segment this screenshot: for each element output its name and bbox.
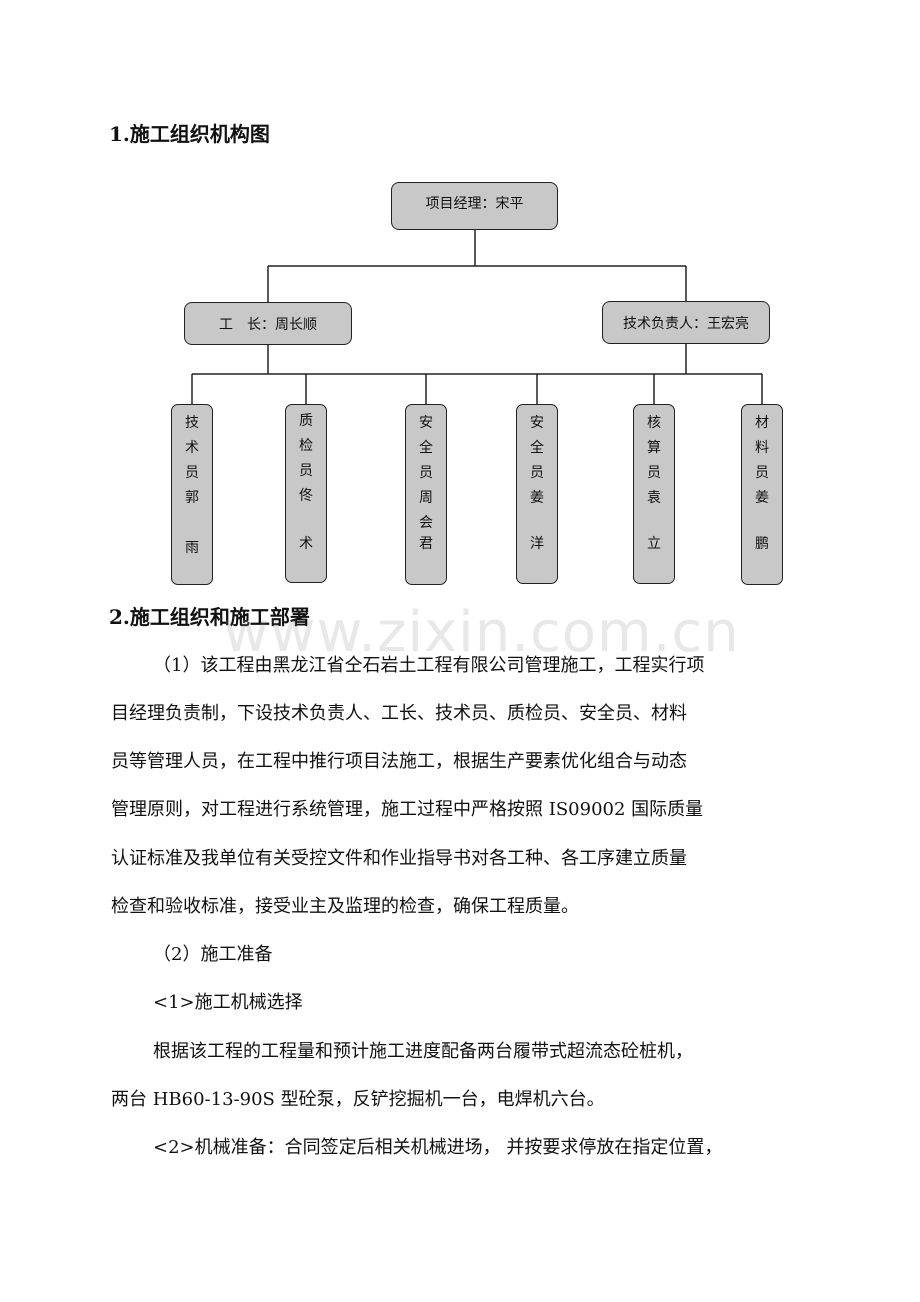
org-box-label: 核 算 员 袁	[647, 415, 661, 506]
org-box-label: 立	[647, 536, 661, 552]
paragraph-line: 管理原则，对工程进行系统管理，施工过程中严格按照 IS09002 国际质量	[111, 799, 704, 820]
org-box-project-manager: 项目经理：宋平	[391, 182, 558, 230]
org-box-technician: 技 术 员 郭 雨	[171, 404, 213, 585]
org-box-quality-inspector: 质 检 员 佟 术	[285, 404, 327, 583]
org-box-foreman: 工 长：周长顺	[184, 302, 352, 345]
watermark: www.zixin.com.cn	[223, 600, 740, 665]
org-box-materials-officer: 材 料 员 姜 鹏	[741, 404, 783, 585]
org-box-safety-officer-1: 安 全 员 周 会 君	[405, 404, 447, 585]
org-box-label: 雨	[185, 540, 199, 556]
org-box-label: 鹏	[755, 536, 769, 552]
section-heading-org-chart: 1.施工组织机构图	[109, 122, 270, 146]
paragraph-line: 检查和验收标准，接受业主及监理的检查，确保工程质量。	[111, 896, 579, 917]
section-heading-deployment: 2.施工组织和施工部署	[109, 605, 310, 629]
org-box-accountant: 核 算 员 袁 立	[633, 404, 675, 584]
paragraph-line: 目经理负责制，下设技术负责人、工长、技术员、质检员、安全员、材料	[111, 703, 687, 724]
org-box-label: 安 全 员 周 会	[419, 415, 433, 531]
org-box-label: 项目经理：宋平	[425, 196, 524, 212]
paragraph-line: 根据该工程的工程量和预计施工进度配备两台履带式超流态砼桩机，	[153, 1041, 693, 1062]
org-box-label: 质 检 员 佟	[299, 413, 313, 504]
paragraph-line: （1）该工程由黑龙江省仝石岩土工程有限公司管理施工，工程实行项	[153, 655, 705, 676]
org-box-technical-lead: 技术负责人：王宏亮	[602, 301, 770, 344]
paragraph-line: <2>机械准备：合同签定后相关机械进场， 并按要求停放在指定位置，	[153, 1137, 723, 1158]
org-box-label: 术	[299, 536, 313, 552]
org-box-safety-officer-2: 安 全 员 姜 洋	[516, 404, 558, 584]
org-box-label: 安 全 员 姜	[530, 415, 544, 506]
paragraph-line: 两台 HB60-13-90S 型砼泵，反铲挖掘机一台，电焊机六台。	[111, 1089, 605, 1110]
org-box-label: 洋	[530, 536, 544, 552]
paragraph-line: 员等管理人员，在工程中推行项目法施工，根据生产要素优化组合与动态	[111, 751, 687, 772]
org-box-label: 君	[419, 536, 433, 552]
paragraph-line: 认证标准及我单位有关受控文件和作业指导书对各工种、各工序建立质量	[111, 848, 687, 869]
org-box-label: 技 术 员 郭	[185, 415, 199, 506]
org-box-label: 工 长：周长顺	[219, 316, 317, 333]
subsection-heading: <1>施工机械选择	[153, 992, 303, 1013]
org-box-label: 材 料 员 姜	[755, 415, 769, 506]
subsection-heading: （2）施工准备	[153, 944, 273, 965]
org-chart-connectors	[191, 230, 763, 404]
org-box-label: 技术负责人：王宏亮	[623, 315, 749, 332]
